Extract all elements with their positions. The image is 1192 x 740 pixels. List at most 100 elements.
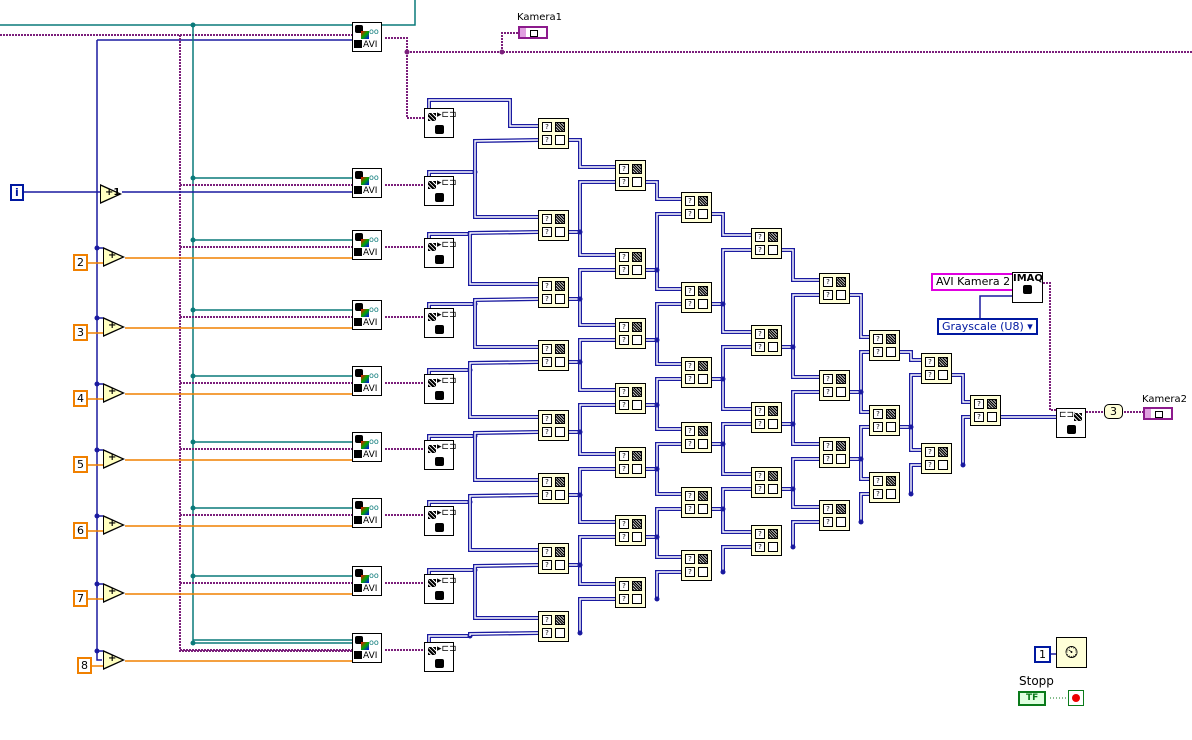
max-min-node[interactable]: ?? [751, 325, 782, 356]
numeric-constant[interactable]: 4 [73, 390, 88, 407]
stop-control[interactable]: TF [1018, 691, 1047, 706]
wire [468, 234, 538, 286]
max-min-node[interactable]: ?? [751, 467, 782, 498]
max-min-node[interactable]: ?? [681, 357, 712, 388]
input-icon: ? [542, 560, 552, 570]
array-to-image-node[interactable]: ⊏⊐▸ [1056, 408, 1086, 438]
image-to-array-node[interactable]: ▸⊏⊐ [424, 642, 457, 672]
stop-label: Stopp [1019, 674, 1054, 688]
max-min-node[interactable]: ?? [615, 577, 646, 608]
junction [94, 381, 100, 387]
add-node[interactable]: + [103, 583, 125, 603]
max-min-node[interactable]: ?? [615, 447, 646, 478]
max-min-node[interactable]: ?? [970, 395, 1001, 426]
max-min-node[interactable]: ?? [921, 443, 952, 474]
numeric-constant[interactable]: 5 [73, 456, 88, 473]
max-min-node[interactable]: ?? [819, 370, 850, 401]
max-min-node[interactable]: ?? [538, 210, 569, 241]
image-to-array-node[interactable]: ▸⊏⊐ [424, 108, 457, 138]
array-arrow-icon: ▸⊏⊐ [437, 644, 457, 654]
junction [720, 441, 726, 447]
image-to-array-node[interactable]: ▸⊏⊐ [424, 238, 457, 268]
max-min-node[interactable]: ?? [538, 543, 569, 574]
numeric-constant[interactable]: 8 [77, 657, 92, 674]
wait-constant[interactable]: 1 [1034, 646, 1051, 663]
input-icon: ? [755, 419, 765, 429]
add-label: + [108, 320, 117, 331]
add-node[interactable]: + [103, 247, 125, 267]
max-min-node[interactable]: ?? [538, 611, 569, 642]
junction [654, 267, 660, 273]
max-min-node[interactable]: ?? [538, 277, 569, 308]
increment-node[interactable]: +1 [100, 184, 122, 204]
max-min-node[interactable]: ?? [869, 472, 900, 503]
add-label: + [108, 386, 117, 397]
max-min-node[interactable]: ?? [681, 550, 712, 581]
image-type-enum[interactable]: Grayscale (U8) ▾ [937, 318, 1038, 335]
max-min-node[interactable]: ?? [819, 437, 850, 468]
numeric-constant[interactable]: 3 [73, 324, 88, 341]
max-min-node[interactable]: ?? [538, 473, 569, 504]
image-to-array-node[interactable]: ▸⊏⊐ [424, 440, 457, 470]
max-min-node[interactable]: ?? [681, 487, 712, 518]
avi-name-constant[interactable]: AVI Kamera 2 [931, 273, 1016, 291]
image-to-array-node[interactable]: ▸⊏⊐ [424, 506, 457, 536]
max-min-node[interactable]: ?? [681, 282, 712, 313]
image-to-array-node[interactable]: ▸⊏⊐ [424, 374, 457, 404]
max-min-node[interactable]: ?? [615, 515, 646, 546]
numeric-constant[interactable]: 6 [73, 522, 88, 539]
max-min-node[interactable]: ?? [751, 228, 782, 259]
numeric-constant[interactable]: 2 [73, 254, 88, 271]
max-icon [632, 581, 642, 591]
avi-label: AVI [354, 516, 377, 526]
loop-condition-terminal[interactable] [1068, 690, 1084, 706]
input-icon: ? [873, 422, 883, 432]
output-constant[interactable]: 3 [1104, 404, 1123, 419]
max-min-node[interactable]: ?? [819, 273, 850, 304]
max-icon [555, 214, 565, 224]
max-min-node[interactable]: ?? [681, 422, 712, 453]
imaq-create-node[interactable]: IMAQ [1012, 272, 1043, 303]
max-min-node[interactable]: ?? [615, 383, 646, 414]
max-min-node[interactable]: ?? [869, 405, 900, 436]
image-to-array-node[interactable]: ▸⊏⊐ [424, 574, 457, 604]
max-min-node[interactable]: ?? [681, 192, 712, 223]
max-min-node[interactable]: ?? [538, 410, 569, 441]
add-node[interactable]: + [103, 383, 125, 403]
max-icon [836, 441, 846, 451]
numeric-constant[interactable]: 7 [73, 590, 88, 607]
max-min-node[interactable]: ?? [538, 118, 569, 149]
max-min-node[interactable]: ?? [615, 248, 646, 279]
max-min-node[interactable]: ?? [751, 402, 782, 433]
metronome-icon[interactable]: ⏲ [1056, 637, 1087, 668]
max-min-node[interactable]: ?? [538, 340, 569, 371]
max-min-node[interactable]: ?? [869, 330, 900, 361]
input-icon: ? [542, 122, 552, 132]
kamera1-indicator[interactable] [518, 26, 548, 39]
max-min-node[interactable]: ?? [615, 318, 646, 349]
kamera2-indicator[interactable] [1143, 407, 1173, 420]
max-min-node[interactable]: ?? [615, 160, 646, 191]
iteration-terminal[interactable]: i [10, 184, 24, 201]
add-node[interactable]: + [103, 317, 125, 337]
image-to-array-node[interactable]: ▸⊏⊐ [424, 176, 457, 206]
add-node[interactable]: + [103, 515, 125, 535]
wire [781, 422, 819, 446]
max-min-node[interactable]: ?? [751, 525, 782, 556]
max-min-node[interactable]: ?? [819, 500, 850, 531]
image-to-array-node[interactable]: ▸⊏⊐ [424, 308, 457, 338]
add-node[interactable]: + [103, 650, 125, 670]
junction [577, 296, 583, 302]
max-min-node[interactable]: ?? [921, 353, 952, 384]
add-node[interactable]: + [103, 449, 125, 469]
chevron-down-icon[interactable]: ▾ [1027, 320, 1033, 333]
